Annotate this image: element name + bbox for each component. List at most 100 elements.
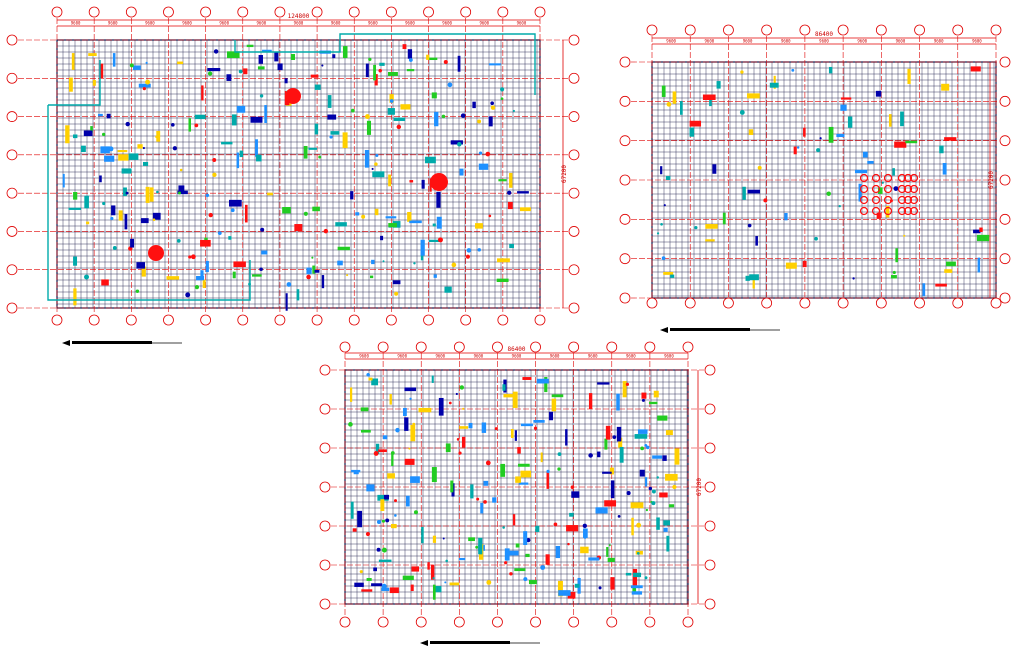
- axis-bubble: [6, 72, 18, 84]
- axis-bubble: [684, 24, 696, 36]
- axis-bubble: [999, 292, 1011, 304]
- axis-bubble: [704, 481, 716, 493]
- axis-bubble: [952, 297, 964, 309]
- axis-bubble: [704, 598, 716, 610]
- axis-bubble: [990, 297, 1002, 309]
- axis-bubble: [125, 314, 137, 326]
- axis-bubble: [6, 187, 18, 199]
- axis-bubble: [453, 341, 465, 353]
- axis-bubble: [311, 314, 323, 326]
- axis-bubble: [646, 24, 658, 36]
- segment-dimension-label: 9600: [934, 39, 944, 44]
- axis-bubble: [423, 314, 434, 326]
- axis-bubble: [619, 213, 631, 225]
- axis-bubble: [875, 24, 887, 36]
- axis-bubble: [497, 314, 509, 326]
- axis-bubble: [492, 616, 503, 628]
- axis-bubble: [319, 442, 331, 454]
- axis-bubble: [999, 213, 1011, 225]
- axis-bubble: [619, 56, 631, 68]
- axis-bubble: [704, 364, 716, 376]
- scale-bar: [62, 340, 182, 346]
- table-cluster: [859, 173, 919, 216]
- axis-bubble: [568, 149, 580, 161]
- segment-dimension-label: 9600: [474, 354, 484, 359]
- axis-bubble: [619, 135, 631, 147]
- axis-bubble: [761, 24, 773, 36]
- furniture-layout: [348, 372, 680, 600]
- segment-dimension-label: 9600: [666, 39, 676, 44]
- axis-bubble: [6, 264, 18, 276]
- axis-bubble: [319, 520, 331, 532]
- axis-bubble: [460, 6, 472, 18]
- axis-bubble: [761, 297, 773, 309]
- segment-dimension-label: 9600: [397, 354, 407, 359]
- axis-bubble: [339, 341, 351, 353]
- axis-bubble: [237, 6, 249, 18]
- axis-bubble: [999, 56, 1011, 68]
- axis-bubble: [799, 297, 811, 309]
- axis-bubble: [914, 24, 925, 36]
- axis-bubble: [568, 616, 580, 628]
- axis-bubble: [6, 111, 18, 122]
- axis-bubble: [799, 24, 811, 36]
- segment-dimension-label: 9600: [512, 354, 522, 359]
- axis-bubble: [704, 442, 716, 454]
- axis-bubble: [530, 341, 541, 353]
- axis-bubble: [875, 297, 887, 309]
- segment-dimension-label: 9600: [664, 354, 674, 359]
- axis-bubble: [348, 314, 360, 326]
- axis-bubble: [837, 24, 849, 36]
- segment-dimension-label: 9600: [705, 39, 715, 44]
- segment-dimension-label: 9600: [257, 21, 267, 26]
- axis-bubble: [6, 226, 18, 237]
- segment-dimension-label: 9600: [359, 354, 369, 359]
- axis-bubble: [200, 6, 212, 18]
- axis-bubble: [568, 264, 580, 276]
- segment-dimension-label: 9600: [819, 39, 829, 44]
- axis-bubble: [319, 559, 331, 571]
- axis-bubble: [837, 297, 849, 309]
- axis-bubble: [568, 187, 580, 199]
- axis-bubble: [163, 314, 174, 326]
- axis-bubble: [606, 616, 618, 628]
- overall-dimension-label: 86400: [507, 346, 525, 353]
- segment-dimension-label: 9600: [108, 21, 118, 26]
- axis-bubble: [88, 314, 100, 326]
- round-table: [285, 88, 301, 104]
- segment-dimension-label: 9600: [550, 354, 560, 359]
- axis-bubble: [999, 174, 1011, 186]
- axis-grid: [6, 6, 580, 326]
- axis-bubble: [348, 6, 360, 18]
- axis-bubble: [682, 616, 694, 628]
- axis-bubble: [568, 34, 580, 46]
- axis-bubble: [723, 297, 734, 309]
- segment-dimension-label: 9600: [517, 21, 527, 26]
- axis-bubble: [914, 297, 925, 309]
- axis-bubble: [51, 314, 63, 326]
- axis-bubble: [415, 341, 427, 353]
- axis-bubble: [88, 6, 100, 18]
- furniture-layout: [62, 44, 531, 311]
- axis-bubble: [497, 6, 509, 18]
- axis-bubble: [534, 6, 546, 18]
- axis-bubble: [6, 34, 18, 46]
- axis-bubble: [644, 616, 656, 628]
- axis-bubble: [51, 6, 63, 18]
- axis-bubble: [453, 616, 465, 628]
- axis-bubble: [644, 341, 656, 353]
- axis-bubble: [704, 559, 716, 571]
- axis-bubble: [619, 292, 631, 304]
- axis-bubble: [530, 616, 541, 628]
- axis-bubble: [385, 314, 397, 326]
- partition-walls: [47, 33, 536, 301]
- segment-dimension-label: 9600: [626, 354, 636, 359]
- axis-bubble: [952, 24, 964, 36]
- axis-grid: [619, 24, 1011, 309]
- axis-bubble: [339, 616, 351, 628]
- segment-dimension-label: 9600: [442, 21, 452, 26]
